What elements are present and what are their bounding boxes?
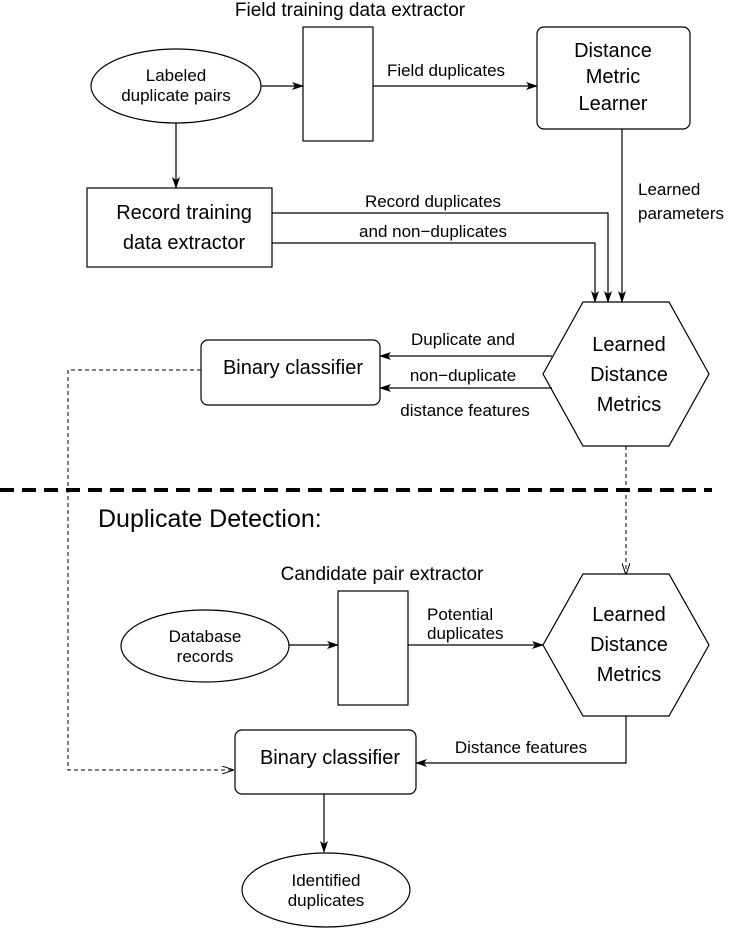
learned-parameters-line2: parameters	[638, 204, 724, 223]
identified-duplicates-node	[241, 852, 411, 928]
potential-duplicates-line1: Potential	[427, 605, 493, 624]
identified-duplicates-line2: duplicates	[288, 891, 365, 910]
binary-classifier-training-label: Binary classifier	[223, 357, 363, 379]
candidate-extractor-box	[337, 590, 409, 706]
identified-duplicates-line1: Identified	[292, 871, 361, 890]
record-duplicates-line1: Record duplicates	[365, 192, 501, 211]
binary-classifier-detection	[234, 729, 417, 795]
database-records-line1: Database	[169, 627, 242, 646]
detection-distance-features-label: Distance features	[455, 738, 587, 757]
potential-duplicates-line2: duplicates	[427, 624, 504, 643]
labeled-pairs-line1: Labeled	[146, 66, 207, 85]
field-extractor-box	[302, 26, 374, 142]
record-duplicates-line2: and non−duplicates	[359, 222, 507, 241]
learner-line3: Learner	[579, 93, 648, 115]
distance-features-line1: Duplicate and	[411, 330, 515, 349]
learned-metrics-training-line1: Learned	[592, 334, 665, 356]
distance-features-line2: non−duplicate	[410, 366, 516, 385]
learned-metrics-training-line3: Metrics	[597, 394, 661, 416]
learned-parameters-line1: Learned	[638, 180, 700, 199]
distance-features-line3: distance features	[400, 401, 529, 420]
binary-classifier-detection-label: Binary classifier	[260, 747, 400, 769]
database-records-node	[120, 609, 290, 683]
learned-metrics-detection	[542, 573, 710, 717]
binary-classifier-training	[200, 339, 381, 406]
learned-metrics-detection-line1: Learned	[592, 604, 665, 626]
edge-record-non-duplicates	[272, 242, 599, 303]
database-records-line2: records	[177, 647, 234, 666]
record-extractor-line2: data extractor	[123, 232, 246, 254]
learner-line2: Metric	[586, 66, 640, 88]
edge-classifier-model-transfer	[67, 369, 233, 770]
duplicate-detection-heading: Duplicate Detection:	[98, 505, 322, 533]
distance-metric-learner-box	[536, 26, 691, 130]
record-extractor-line1: Record training	[116, 202, 252, 224]
learned-metrics-training	[542, 301, 710, 447]
learned-metrics-detection-line2: Distance	[590, 634, 668, 656]
field-extractor-label: Field training data extractor	[235, 0, 466, 21]
candidate-extractor-label: Candidate pair extractor	[281, 564, 484, 585]
learned-metrics-detection-line3: Metrics	[597, 664, 661, 686]
record-extractor-box	[86, 187, 273, 268]
learned-metrics-training-line2: Distance	[590, 364, 668, 386]
learner-line1: Distance	[574, 40, 652, 62]
labeled-pairs-line2: duplicate pairs	[121, 86, 231, 105]
edge-record-duplicates	[272, 212, 612, 303]
edge-metrics-to-classifier-detection	[415, 716, 627, 767]
field-duplicates-label: Field duplicates	[387, 61, 505, 80]
